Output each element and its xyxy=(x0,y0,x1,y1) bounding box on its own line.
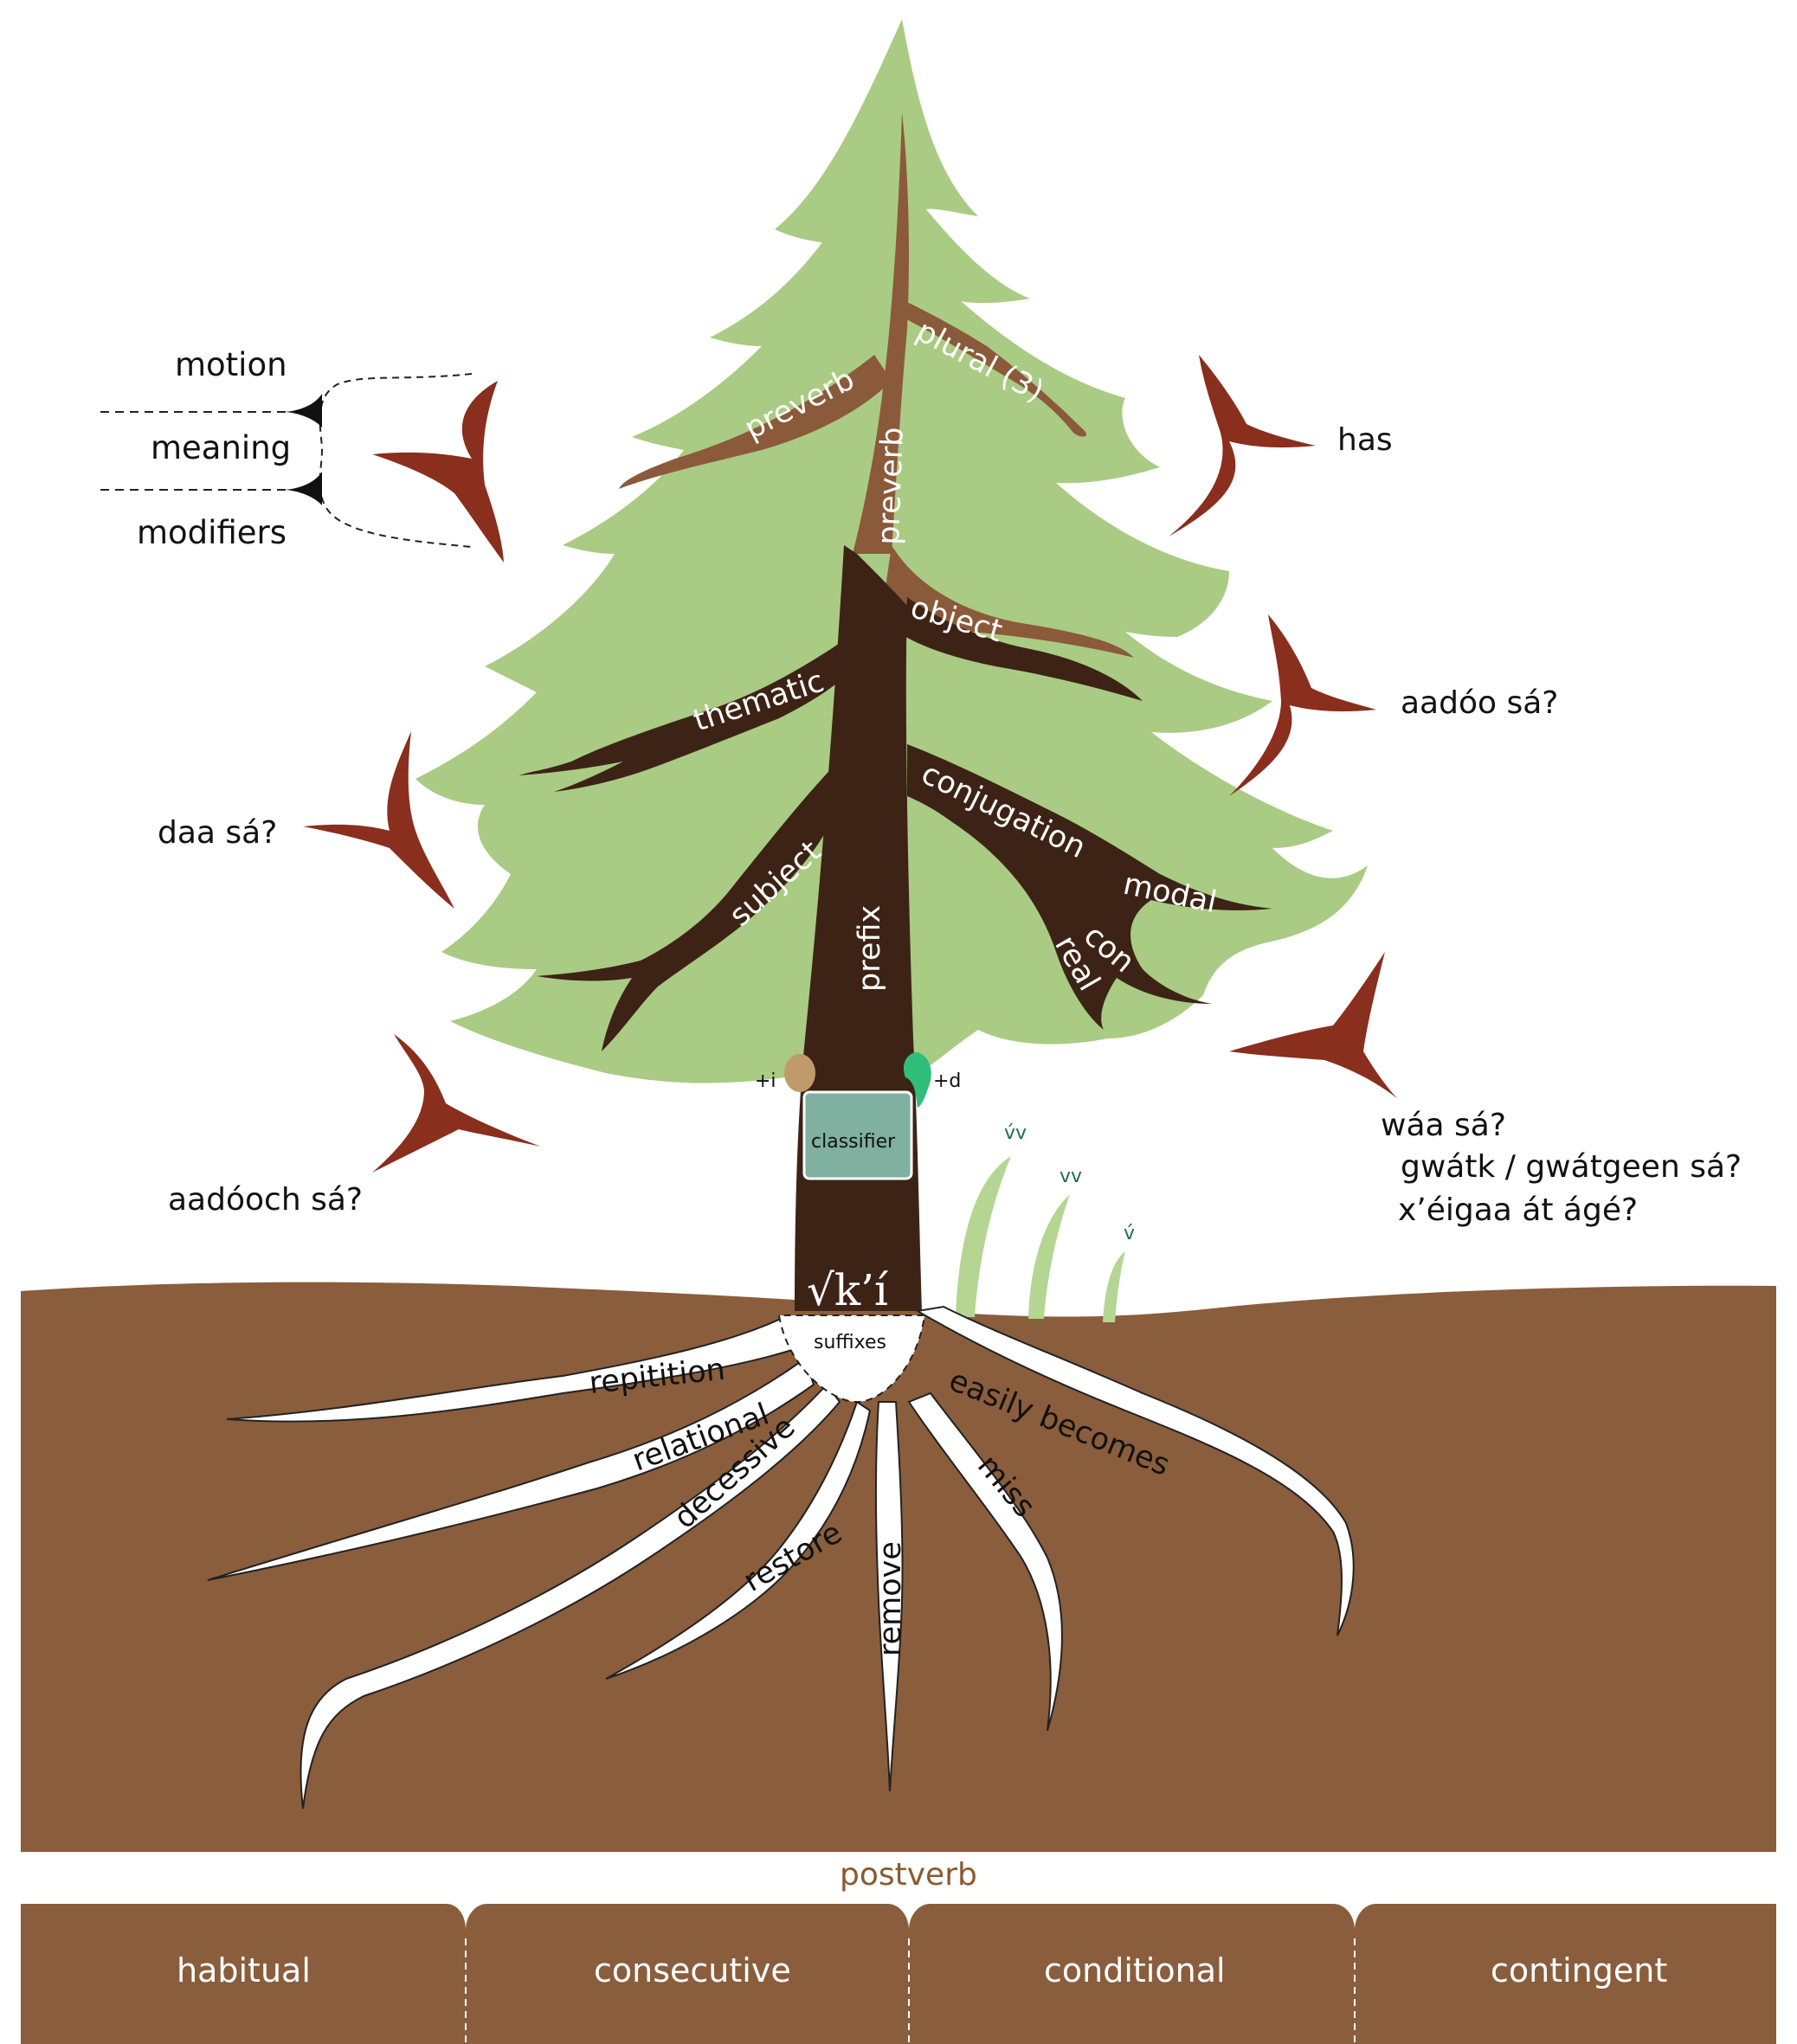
plus-i-marker xyxy=(784,1054,815,1092)
arrowhead-has xyxy=(1169,355,1316,537)
tab-label-conditional: conditional xyxy=(1044,1951,1226,1989)
grass-label-b: vv xyxy=(1060,1166,1082,1187)
question-has: has xyxy=(1337,422,1393,458)
question-xeigaa: x’éigaa át ágé? xyxy=(1398,1192,1638,1228)
question-gwatk: gwátk / gwátgeen sá? xyxy=(1401,1149,1742,1185)
question-waa-sa: wáa sá? xyxy=(1381,1108,1506,1143)
grass-label-c: v́ xyxy=(1124,1223,1135,1244)
question-aadoo-sa: aadóo sá? xyxy=(1401,685,1558,721)
grass-blade-2 xyxy=(1028,1194,1070,1319)
grass-blades xyxy=(956,1156,1125,1322)
grass-blade-1 xyxy=(956,1156,1011,1317)
bracket-notch-bottom xyxy=(286,472,322,505)
postverb-title: postverb xyxy=(840,1857,977,1893)
label-motion: motion xyxy=(175,346,287,383)
question-aadooch-sa: aadóoch sá? xyxy=(168,1182,363,1218)
arrowhead-waa xyxy=(1229,952,1398,1099)
tab-label-contingent: contingent xyxy=(1491,1951,1667,1989)
arrowhead-meaning xyxy=(372,381,504,562)
bracket-notch-top xyxy=(286,394,322,427)
label-suffixes: suffixes xyxy=(814,1332,886,1353)
arrowhead-daa xyxy=(303,731,454,909)
grass-label-a: v́v xyxy=(1004,1122,1027,1144)
arrowhead-aadooch xyxy=(372,1034,541,1173)
question-daa-sa: daa sá? xyxy=(158,815,277,851)
tab-label-consecutive: consecutive xyxy=(594,1951,791,1989)
branch-label-preverb-trunk: preverb xyxy=(872,427,911,546)
label-classifier: classifier xyxy=(811,1131,896,1153)
branch-label-prefix: prefix xyxy=(853,905,887,992)
label-meaning: meaning xyxy=(151,429,291,466)
tab-label-habitual: habitual xyxy=(177,1951,311,1989)
grass-blade-3 xyxy=(1103,1251,1125,1322)
label-plus-i: +i xyxy=(755,1070,776,1092)
label-modifiers: modifiers xyxy=(137,514,287,551)
label-plus-d: +d xyxy=(933,1070,961,1092)
label-root: √k’í xyxy=(807,1265,889,1315)
root-label-remove: remove xyxy=(873,1541,908,1656)
